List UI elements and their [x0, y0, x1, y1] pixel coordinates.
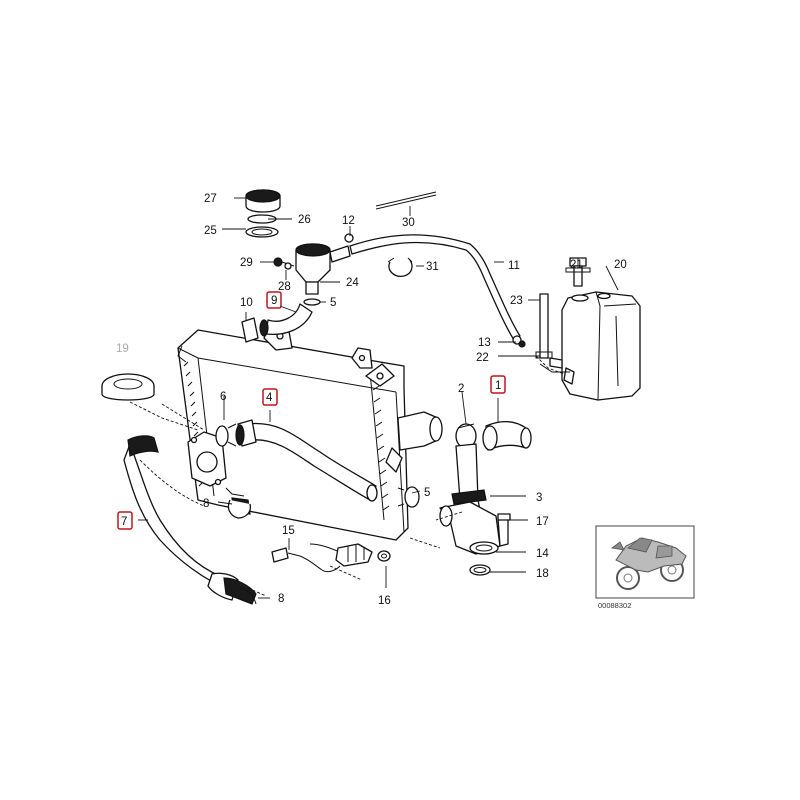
- callout-10[interactable]: 10: [240, 297, 253, 309]
- sensor-15: [271, 543, 391, 573]
- highlight-box-1: [490, 375, 506, 394]
- highlight-box-9: [266, 291, 282, 309]
- callout-20[interactable]: 20: [614, 259, 627, 271]
- callout-12[interactable]: 12: [342, 215, 355, 227]
- leader-lines: [138, 197, 619, 599]
- thumbnail-code: 00088302: [598, 601, 631, 610]
- callout-26[interactable]: 26: [298, 214, 311, 226]
- callout-27[interactable]: 27: [204, 193, 217, 205]
- callout-17[interactable]: 17: [536, 516, 549, 528]
- callout-9[interactable]: 9: [271, 295, 277, 307]
- thumbnail[interactable]: 00088302: [595, 525, 695, 610]
- callout-16[interactable]: 16: [378, 595, 391, 607]
- callout-30[interactable]: 30: [402, 217, 415, 229]
- callout-25[interactable]: 25: [204, 225, 217, 237]
- callout-8-mid[interactable]: 8: [203, 498, 209, 510]
- callout-labels: 27 26 25 12 30 29 28 24 31 11 21 20 10 9…: [116, 193, 627, 607]
- pump-hose-assembly: [439, 421, 532, 576]
- hose-4: [215, 419, 378, 502]
- callout-24[interactable]: 24: [346, 277, 359, 289]
- clip-31: [387, 257, 413, 277]
- fitting-13-22: [518, 340, 570, 375]
- callout-2[interactable]: 2: [458, 383, 464, 395]
- callout-4[interactable]: 4: [266, 392, 273, 404]
- callout-3[interactable]: 3: [536, 492, 542, 504]
- expansion-tank-20: [549, 257, 641, 401]
- tube-23: [535, 293, 553, 359]
- reference-lines: [129, 401, 463, 597]
- callout-22[interactable]: 22: [476, 352, 489, 364]
- callout-31[interactable]: 31: [426, 261, 439, 273]
- callout-21[interactable]: 21: [570, 259, 583, 271]
- callout-7[interactable]: 7: [121, 516, 127, 528]
- callout-13[interactable]: 13: [478, 337, 491, 349]
- callout-8-bottom[interactable]: 8: [278, 593, 284, 605]
- filler-neck: [241, 189, 351, 343]
- callout-5-top[interactable]: 5: [330, 297, 336, 309]
- rod-30: [375, 191, 437, 210]
- motorcycle-icon: [611, 537, 687, 590]
- callout-11[interactable]: 11: [508, 260, 520, 272]
- hose-7: [123, 435, 257, 605]
- highlight-box-4: [262, 388, 278, 406]
- clamp-8-upper: [227, 497, 252, 519]
- callout-18[interactable]: 18: [536, 568, 549, 580]
- callout-6[interactable]: 6: [220, 391, 226, 403]
- callout-1[interactable]: 1: [495, 380, 501, 392]
- highlight-box-7: [117, 511, 133, 530]
- callout-28[interactable]: 28: [278, 281, 291, 293]
- overflow-hose-11: [344, 233, 522, 345]
- callout-15[interactable]: 15: [282, 525, 295, 537]
- callout-14[interactable]: 14: [536, 548, 549, 560]
- highlight-boxes: [117, 291, 506, 530]
- callout-19[interactable]: 19: [116, 343, 129, 355]
- cap-19: [101, 373, 155, 401]
- callout-5-mid[interactable]: 5: [424, 487, 430, 499]
- callout-23[interactable]: 23: [510, 295, 523, 307]
- callout-29[interactable]: 29: [240, 257, 253, 269]
